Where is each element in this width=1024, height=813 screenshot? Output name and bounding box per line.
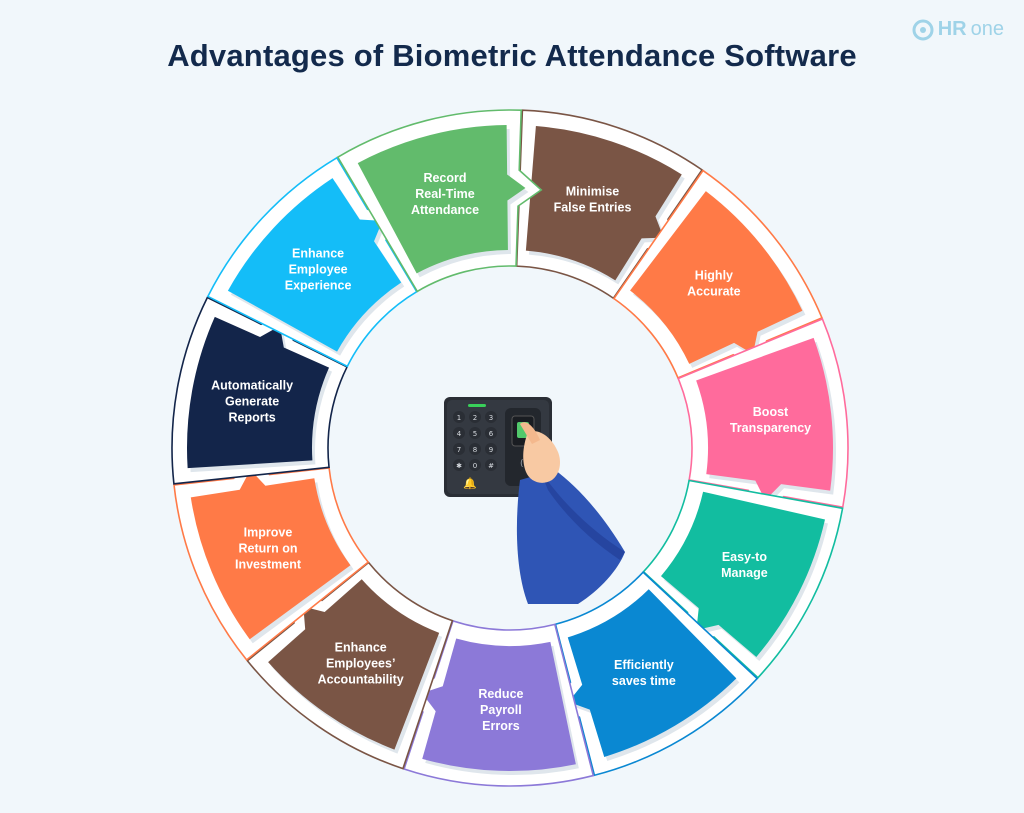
hrone-logo-icon (912, 19, 934, 40)
keypad-key (469, 427, 481, 439)
keypad-key-label: 1 (457, 414, 461, 422)
page-title: Advantages of Biometric Attendance Softw… (167, 38, 857, 73)
segment-label: Reports (228, 411, 275, 425)
segment-label: Accurate (687, 284, 741, 298)
segment-label: Manage (721, 566, 768, 580)
segment-label: Employee (289, 263, 348, 277)
segment-label: Transparency (730, 421, 811, 435)
segment-5: Efficiently saves time (551, 571, 759, 777)
segment-label: Errors (482, 719, 520, 733)
keypad-key (469, 459, 481, 471)
keypad-key-label: 2 (473, 414, 477, 422)
keypad-key (453, 443, 465, 455)
segment-label: Return on (238, 542, 297, 556)
keypad-key-label: 9 (489, 446, 493, 454)
keypad-key (453, 459, 465, 471)
segment-label: Attendance (411, 203, 479, 217)
segment-label: Boost (753, 405, 789, 419)
device-keypad: 1 2 3 4 5 6 7 8 9 ✱ 0 # (453, 411, 497, 471)
keypad-key-label: ✱ (456, 462, 462, 470)
segment-label: Accountability (318, 672, 404, 686)
keypad-key (453, 411, 465, 423)
segment-label: Real-Time (415, 187, 475, 201)
segment-fill (421, 638, 576, 771)
brand-bold: HR (937, 18, 967, 40)
keypad-key-label: 6 (489, 430, 494, 438)
keypad-key (485, 459, 497, 471)
segment-fill (268, 579, 440, 750)
segment-label: Highly (695, 268, 733, 282)
keypad-key (485, 411, 497, 423)
keypad-key-label: # (488, 462, 494, 470)
segment-fill (357, 125, 526, 274)
hand-illustration (516, 422, 625, 604)
segment-label: saves time (612, 674, 676, 688)
segment-fill (190, 469, 351, 640)
keypad-key-label: 3 (489, 414, 493, 422)
segment-label: Enhance (335, 640, 387, 654)
segment-fill (660, 491, 825, 657)
segment-label: Enhance (292, 247, 344, 261)
status-light (468, 404, 486, 407)
keypad-key (453, 427, 465, 439)
brand-light: one (970, 18, 1004, 40)
bell-icon: 🔔 (463, 477, 477, 490)
keypad-key (485, 427, 497, 439)
keypad-key-label: 7 (457, 446, 461, 454)
keypad-key (469, 443, 481, 455)
segment-fill (187, 316, 330, 469)
segment-label: Payroll (480, 703, 522, 717)
segment-label: Employees’ (326, 656, 395, 670)
segment-fill (630, 191, 803, 364)
keypad-key-label: 5 (473, 430, 477, 438)
keypad-key (485, 443, 497, 455)
segment-label: Minimise (566, 184, 620, 198)
segment-label: Reduce (478, 687, 523, 701)
keypad-key-label: 0 (473, 462, 477, 470)
segment-label: Automatically (211, 379, 293, 393)
segment-fill (696, 337, 833, 501)
segment-fill (525, 126, 682, 281)
segment-label: Experience (285, 279, 352, 293)
segment-label: Easy-to (722, 550, 768, 564)
segment-label: Efficiently (614, 658, 674, 672)
segment-label: False Entries (554, 200, 632, 214)
keypad-key-label: 4 (457, 430, 462, 438)
keypad-key-label: 8 (473, 446, 477, 454)
segment-label: Record (423, 171, 466, 185)
segment-label: Generate (225, 395, 279, 409)
keypad-key (469, 411, 481, 423)
segment-fill (227, 178, 402, 352)
segment-fill (567, 589, 737, 757)
segment-label: Improve (244, 526, 293, 540)
segment-label: Investment (235, 558, 302, 572)
